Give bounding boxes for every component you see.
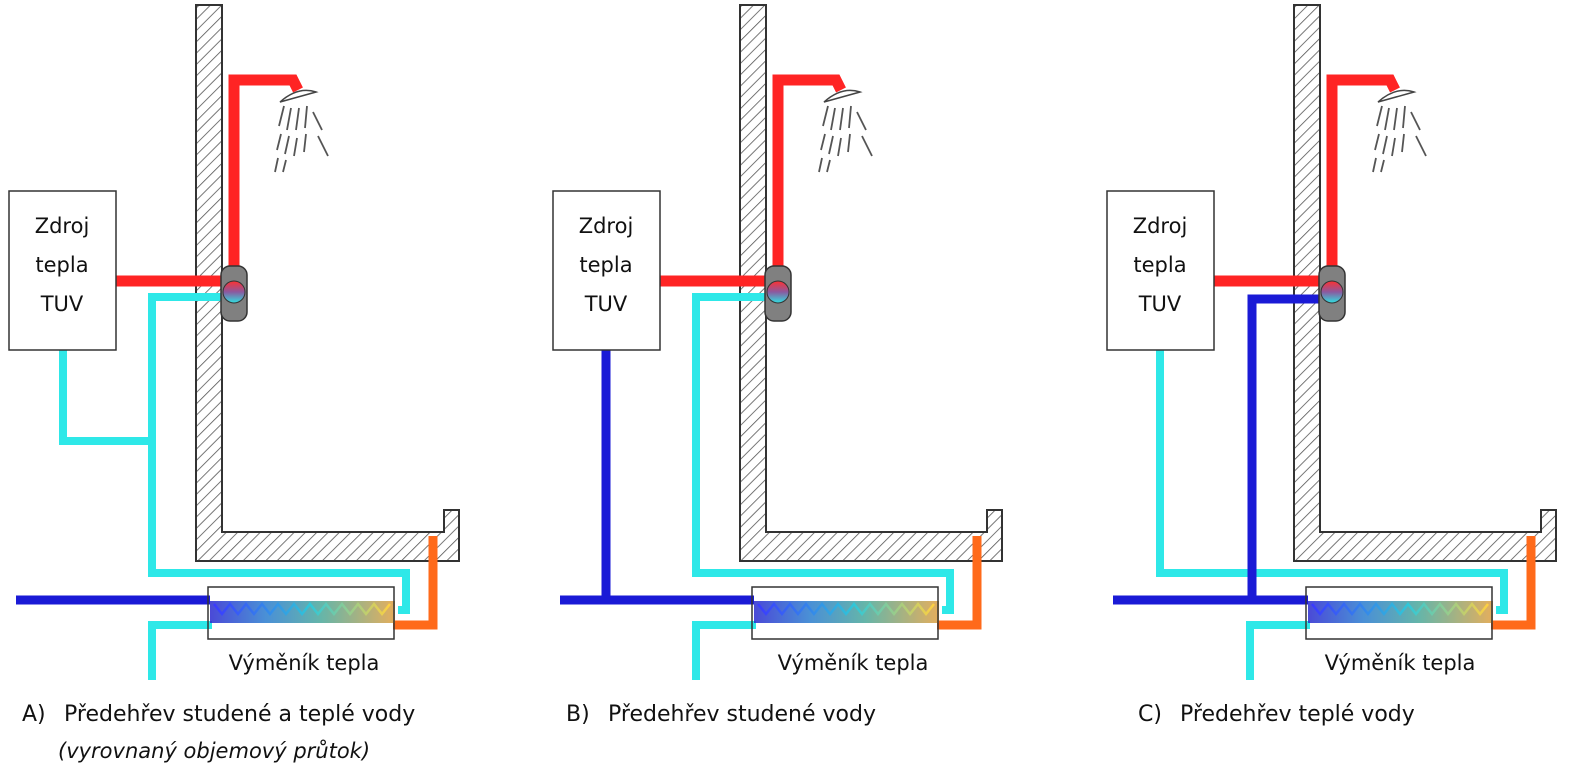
caption-letter: C) <box>1138 702 1162 727</box>
drain-outlet-pipe <box>1246 621 1310 680</box>
warm-drain-pipe <box>393 536 438 630</box>
heat-source-box: Zdroj tepla TUV <box>8 190 117 351</box>
heat-exchanger-label: Výměník tepla <box>778 651 929 675</box>
caption-letter: A) <box>22 702 46 727</box>
heat-source-line-1: Zdroj <box>35 214 90 238</box>
drain-outlet-pipe <box>148 621 212 680</box>
caption-text: Předehřev studené a teplé vody <box>64 702 415 727</box>
heat-source-line-2: tepla <box>35 253 88 277</box>
warm-drain-pipe <box>937 536 982 630</box>
caption-text: Předehřev studené vody <box>608 702 876 727</box>
shower-head-icon <box>1372 89 1427 173</box>
source-feed-pipe <box>59 350 152 445</box>
heat-source-line-3: TUV <box>584 292 628 316</box>
hot-pipe-to-shower <box>772 74 846 269</box>
heat-exchanger-coil-icon <box>1305 586 1493 640</box>
wall <box>1293 4 1557 562</box>
panel-b: Zdroj tepla TUV Výměník tepla B) Předehř… <box>552 4 1003 727</box>
preheated-pipe-to-mixer <box>692 293 954 614</box>
wall <box>195 4 460 562</box>
heat-source-line-2: tepla <box>1133 253 1186 277</box>
heat-source-line-3: TUV <box>40 292 84 316</box>
heat-source-line-3: TUV <box>1138 292 1182 316</box>
shower-head-icon <box>274 89 329 173</box>
hot-pipe-to-shower <box>1326 74 1400 269</box>
heat-exchanger-label: Výměník tepla <box>1325 651 1476 675</box>
heat-exchanger-label: Výměník tepla <box>229 651 380 675</box>
heat-source-line-1: Zdroj <box>579 214 634 238</box>
mixer-valve-icon <box>764 265 792 322</box>
preheated-pipe-to-source <box>1156 350 1508 614</box>
shower-head-icon <box>818 89 873 173</box>
panel-c: Zdroj tepla TUV Výměník tepla C) Předehř… <box>1106 4 1557 727</box>
heat-source-box: Zdroj tepla TUV <box>1106 190 1215 351</box>
cold-pipe-to-mixer <box>1247 294 1326 600</box>
mixer-valve-icon <box>1318 265 1346 322</box>
wall <box>739 4 1003 562</box>
hot-pipe-to-shower <box>228 74 303 269</box>
heat-source-line-1: Zdroj <box>1133 214 1188 238</box>
preheated-pipe-to-mixer <box>148 293 410 614</box>
heat-source-line-2: tepla <box>579 253 632 277</box>
caption-note: (vyrovnaný objemový průtok) <box>58 738 370 763</box>
drain-outlet-pipe <box>692 621 756 680</box>
panel-a: Zdroj tepla TUV Výměník tepla A) Předehř… <box>8 4 460 763</box>
heat-exchanger-coil-icon <box>207 586 395 640</box>
heat-source-box: Zdroj tepla TUV <box>552 190 661 351</box>
caption-text: Předehřev teplé vody <box>1180 702 1415 727</box>
heat-exchanger-coil-icon <box>751 586 939 640</box>
warm-drain-pipe <box>1491 536 1536 630</box>
caption-letter: B) <box>566 702 590 727</box>
mixer-valve-icon <box>220 265 248 322</box>
